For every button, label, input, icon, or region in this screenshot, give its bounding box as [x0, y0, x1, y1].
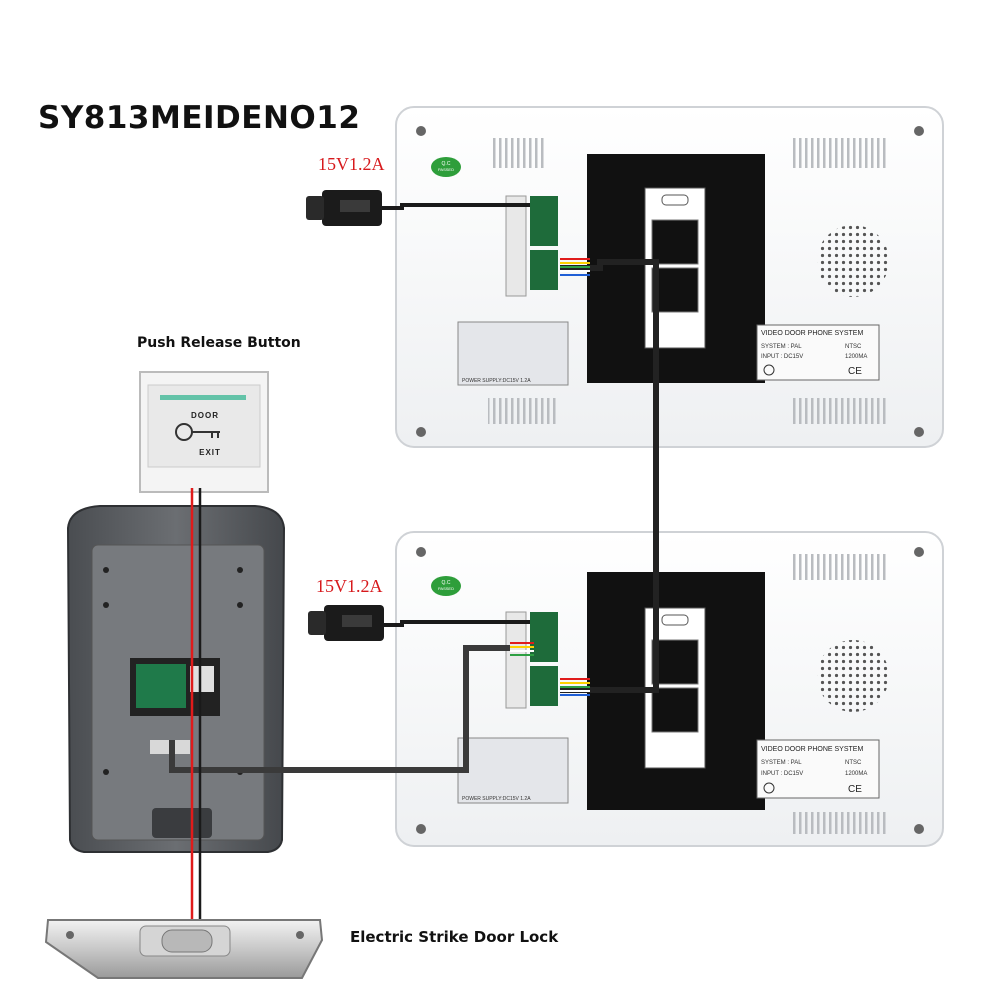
rating-sticker — [756, 739, 880, 799]
svg-text:VIDEO DOOR PHONE SYSTEM: VIDEO DOOR PHONE SYSTEM — [761, 330, 863, 337]
svg-text:1200MA: 1200MA — [845, 771, 867, 777]
power-adapter-bottom — [308, 605, 384, 641]
screw-icon — [914, 126, 924, 136]
rating-sticker — [756, 324, 880, 381]
svg-text:INPUT : DC15V: INPUT : DC15V — [761, 771, 803, 777]
svg-text:DOOR: DOOR — [191, 411, 219, 420]
strike-lock-label: Electric Strike Door Lock — [350, 928, 559, 946]
screw-icon — [416, 547, 426, 557]
push-release-label: Push Release Button — [137, 335, 301, 351]
svg-text:1200MA: 1200MA — [845, 354, 867, 360]
speaker-grille — [817, 225, 889, 297]
svg-text:PASSED: PASSED — [438, 586, 454, 591]
psu-bottom-label: 15V1.2A — [316, 576, 383, 596]
power-adapter-top — [306, 190, 382, 226]
diagram-title: SY813MEIDENO12 — [38, 100, 361, 136]
svg-text:NTSC: NTSC — [845, 760, 862, 766]
svg-text:Q.C: Q.C — [442, 580, 451, 586]
screw-icon — [914, 547, 924, 557]
svg-text:POWER SUPPLY:DC15V 1.2A: POWER SUPPLY:DC15V 1.2A — [462, 378, 531, 384]
screw-icon — [416, 126, 426, 136]
svg-text:INPUT : DC15V: INPUT : DC15V — [761, 354, 803, 360]
qc-passed-badge — [431, 576, 461, 596]
screw-icon — [914, 824, 924, 834]
indoor-monitor-top: Q.C PASSED VIDEO DOOR PHONE SYSTEM SYSTE… — [395, 106, 944, 448]
qc-passed-badge — [431, 157, 461, 177]
push-release-button: DOOR EXIT — [139, 371, 269, 493]
svg-text:EXIT: EXIT — [199, 448, 221, 457]
screw-icon — [914, 427, 924, 437]
wiring-sticker — [457, 737, 569, 804]
speaker-grille — [817, 640, 889, 712]
wiring — [169, 203, 659, 930]
svg-text:CE: CE — [848, 784, 862, 795]
svg-text:CE: CE — [848, 366, 862, 377]
svg-text:Q.C: Q.C — [442, 161, 451, 167]
psu-top-label: 15V1.2A — [318, 154, 385, 174]
svg-text:NTSC: NTSC — [845, 344, 862, 350]
screw-icon — [416, 427, 426, 437]
outdoor-camera-unit — [66, 505, 286, 853]
wiring-sticker — [457, 321, 569, 386]
svg-text:SYSTEM : PAL: SYSTEM : PAL — [761, 760, 802, 766]
svg-text:POWER SUPPLY:DC15V 1.2A: POWER SUPPLY:DC15V 1.2A — [462, 796, 531, 802]
indoor-monitor-bottom: Q.C PASSED VIDEO DOOR PHONE SYSTEM SYSTE… — [395, 531, 944, 847]
svg-text:VIDEO DOOR PHONE SYSTEM: VIDEO DOOR PHONE SYSTEM — [761, 746, 863, 753]
screw-icon — [416, 824, 426, 834]
electric-strike-lock — [44, 919, 324, 979]
svg-text:PASSED: PASSED — [438, 167, 454, 172]
svg-text:SYSTEM : PAL: SYSTEM : PAL — [761, 344, 802, 350]
